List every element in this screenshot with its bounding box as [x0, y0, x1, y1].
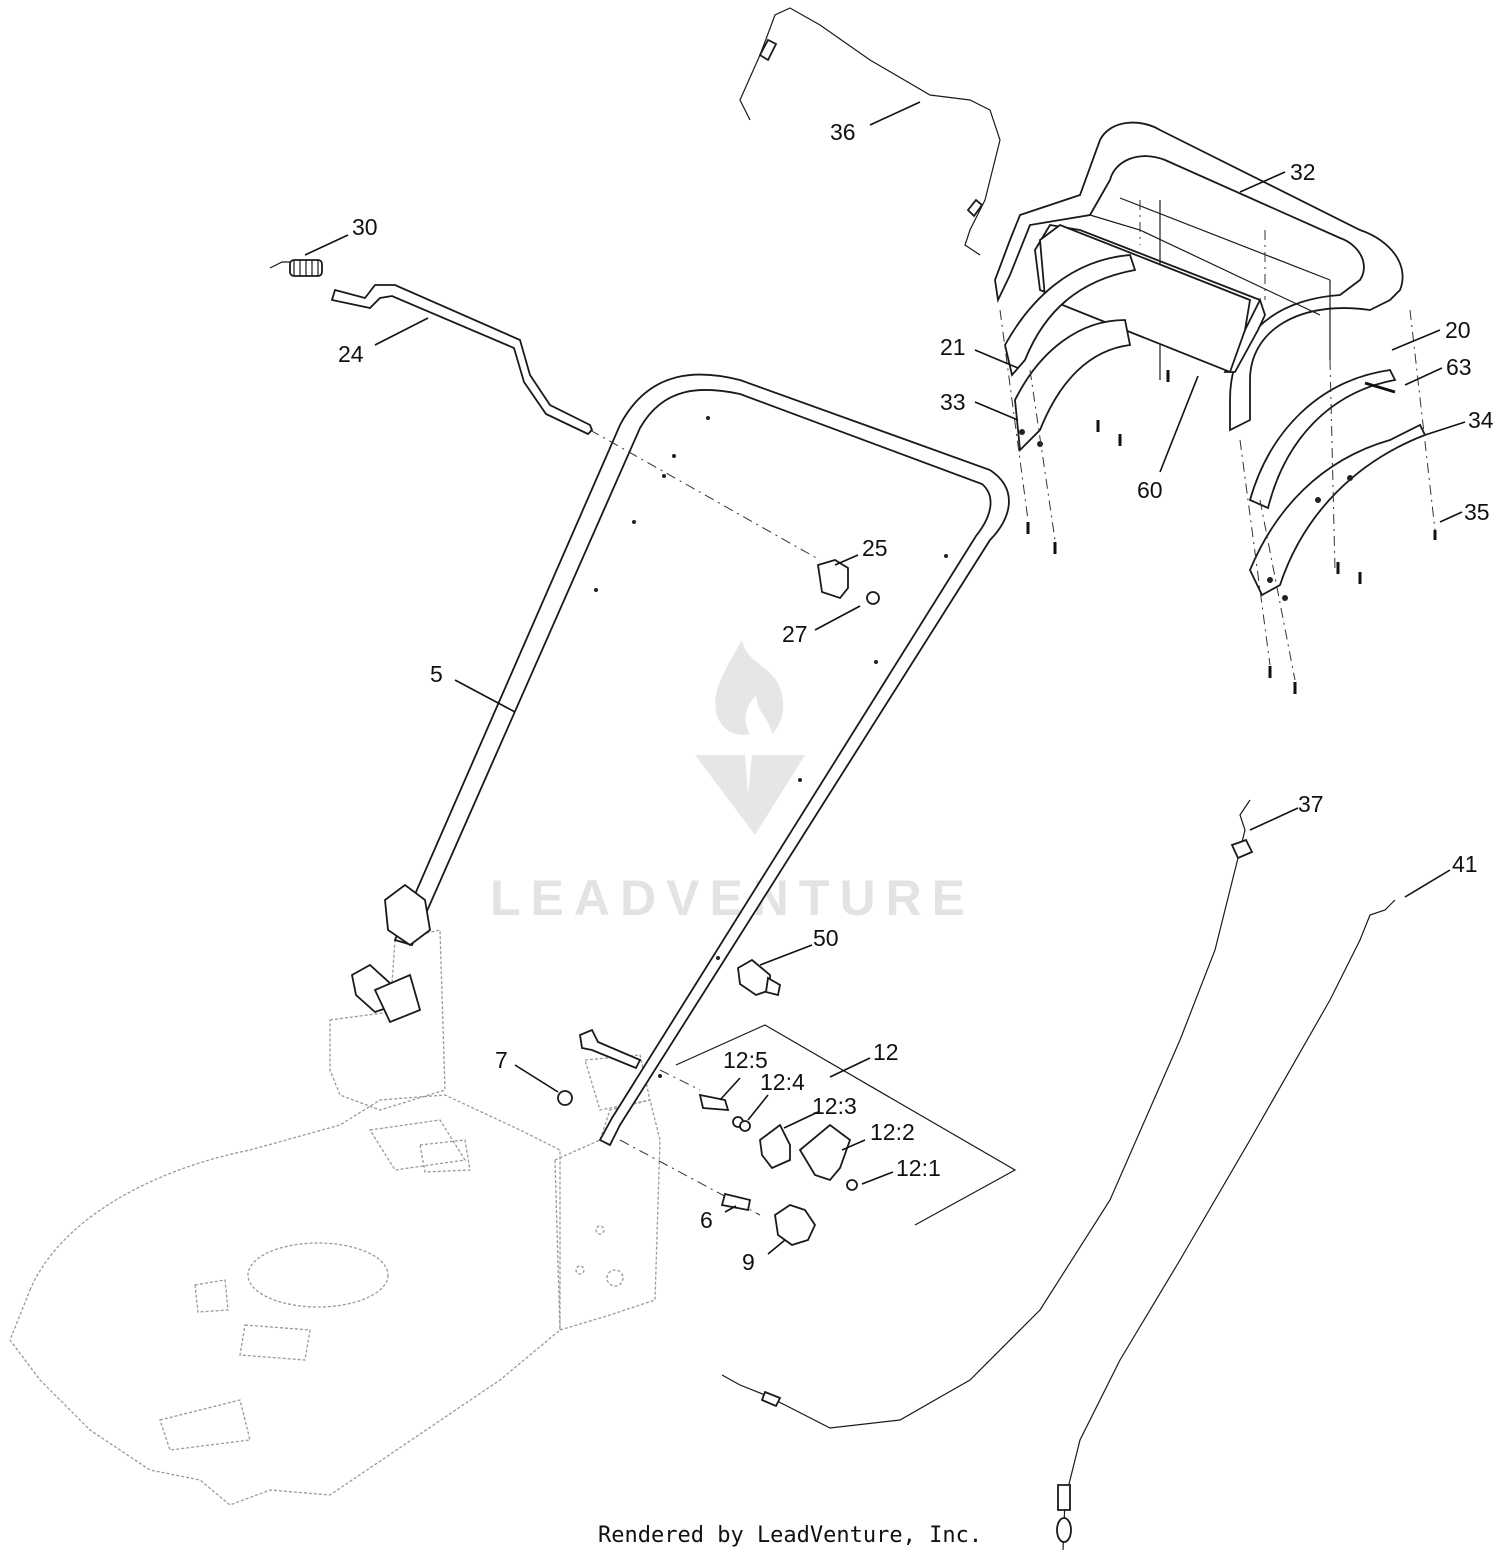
console-left	[1004, 254, 1137, 452]
cable-36	[739, 7, 1001, 256]
pin-6	[720, 1192, 752, 1212]
callout-labels: 36 32 30 24 21 33 20 63 34 60 35 25 27 5…	[338, 119, 1494, 1275]
callout-37: 37	[1298, 791, 1324, 817]
callout-12-1: 12:1	[896, 1155, 941, 1181]
callout-27: 27	[782, 621, 808, 647]
callout-35: 35	[1464, 499, 1490, 525]
callout-7: 7	[495, 1047, 508, 1073]
screws-35	[999, 200, 1437, 694]
spring-30	[269, 259, 323, 277]
callout-12-2: 12:2	[870, 1119, 915, 1145]
callout-12-5: 12:5	[723, 1047, 768, 1073]
callout-12-3: 12:3	[812, 1093, 857, 1119]
callout-9: 9	[742, 1249, 755, 1275]
callout-33: 33	[940, 389, 966, 415]
callout-32: 32	[1290, 159, 1316, 185]
bracket-25	[816, 559, 849, 600]
console-right	[1248, 369, 1427, 601]
callout-30: 30	[352, 214, 378, 240]
leader-lines	[304, 101, 1466, 1255]
knob-9	[774, 1204, 817, 1246]
callout-24: 24	[338, 341, 364, 367]
callout-60: 60	[1137, 477, 1163, 503]
callout-36: 36	[830, 119, 856, 145]
callout-50: 50	[813, 925, 839, 951]
callout-12-4: 12:4	[760, 1069, 805, 1095]
handle-assembly	[350, 373, 1010, 1147]
callout-20: 20	[1445, 317, 1471, 343]
callout-34: 34	[1468, 407, 1494, 433]
knob-50	[737, 958, 771, 997]
rod-24	[330, 284, 594, 436]
washer-27	[866, 591, 880, 605]
callout-12: 12	[873, 1039, 899, 1065]
callout-41: 41	[1452, 851, 1478, 877]
watermark-logo	[695, 640, 805, 835]
bolt	[579, 1028, 642, 1070]
nut-7	[557, 1090, 573, 1106]
callout-63: 63	[1446, 354, 1472, 380]
callout-5: 5	[430, 661, 443, 687]
cable-41	[1062, 899, 1396, 1551]
callout-25: 25	[862, 535, 888, 561]
lock-assembly-12	[557, 1024, 1017, 1246]
callout-6: 6	[700, 1207, 713, 1233]
callout-21: 21	[940, 334, 966, 360]
mower-deck	[9, 929, 661, 1506]
footer-credit: Rendered by LeadVenture, Inc.	[598, 1523, 982, 1548]
watermark-text: LEADVENTURE	[490, 870, 975, 926]
